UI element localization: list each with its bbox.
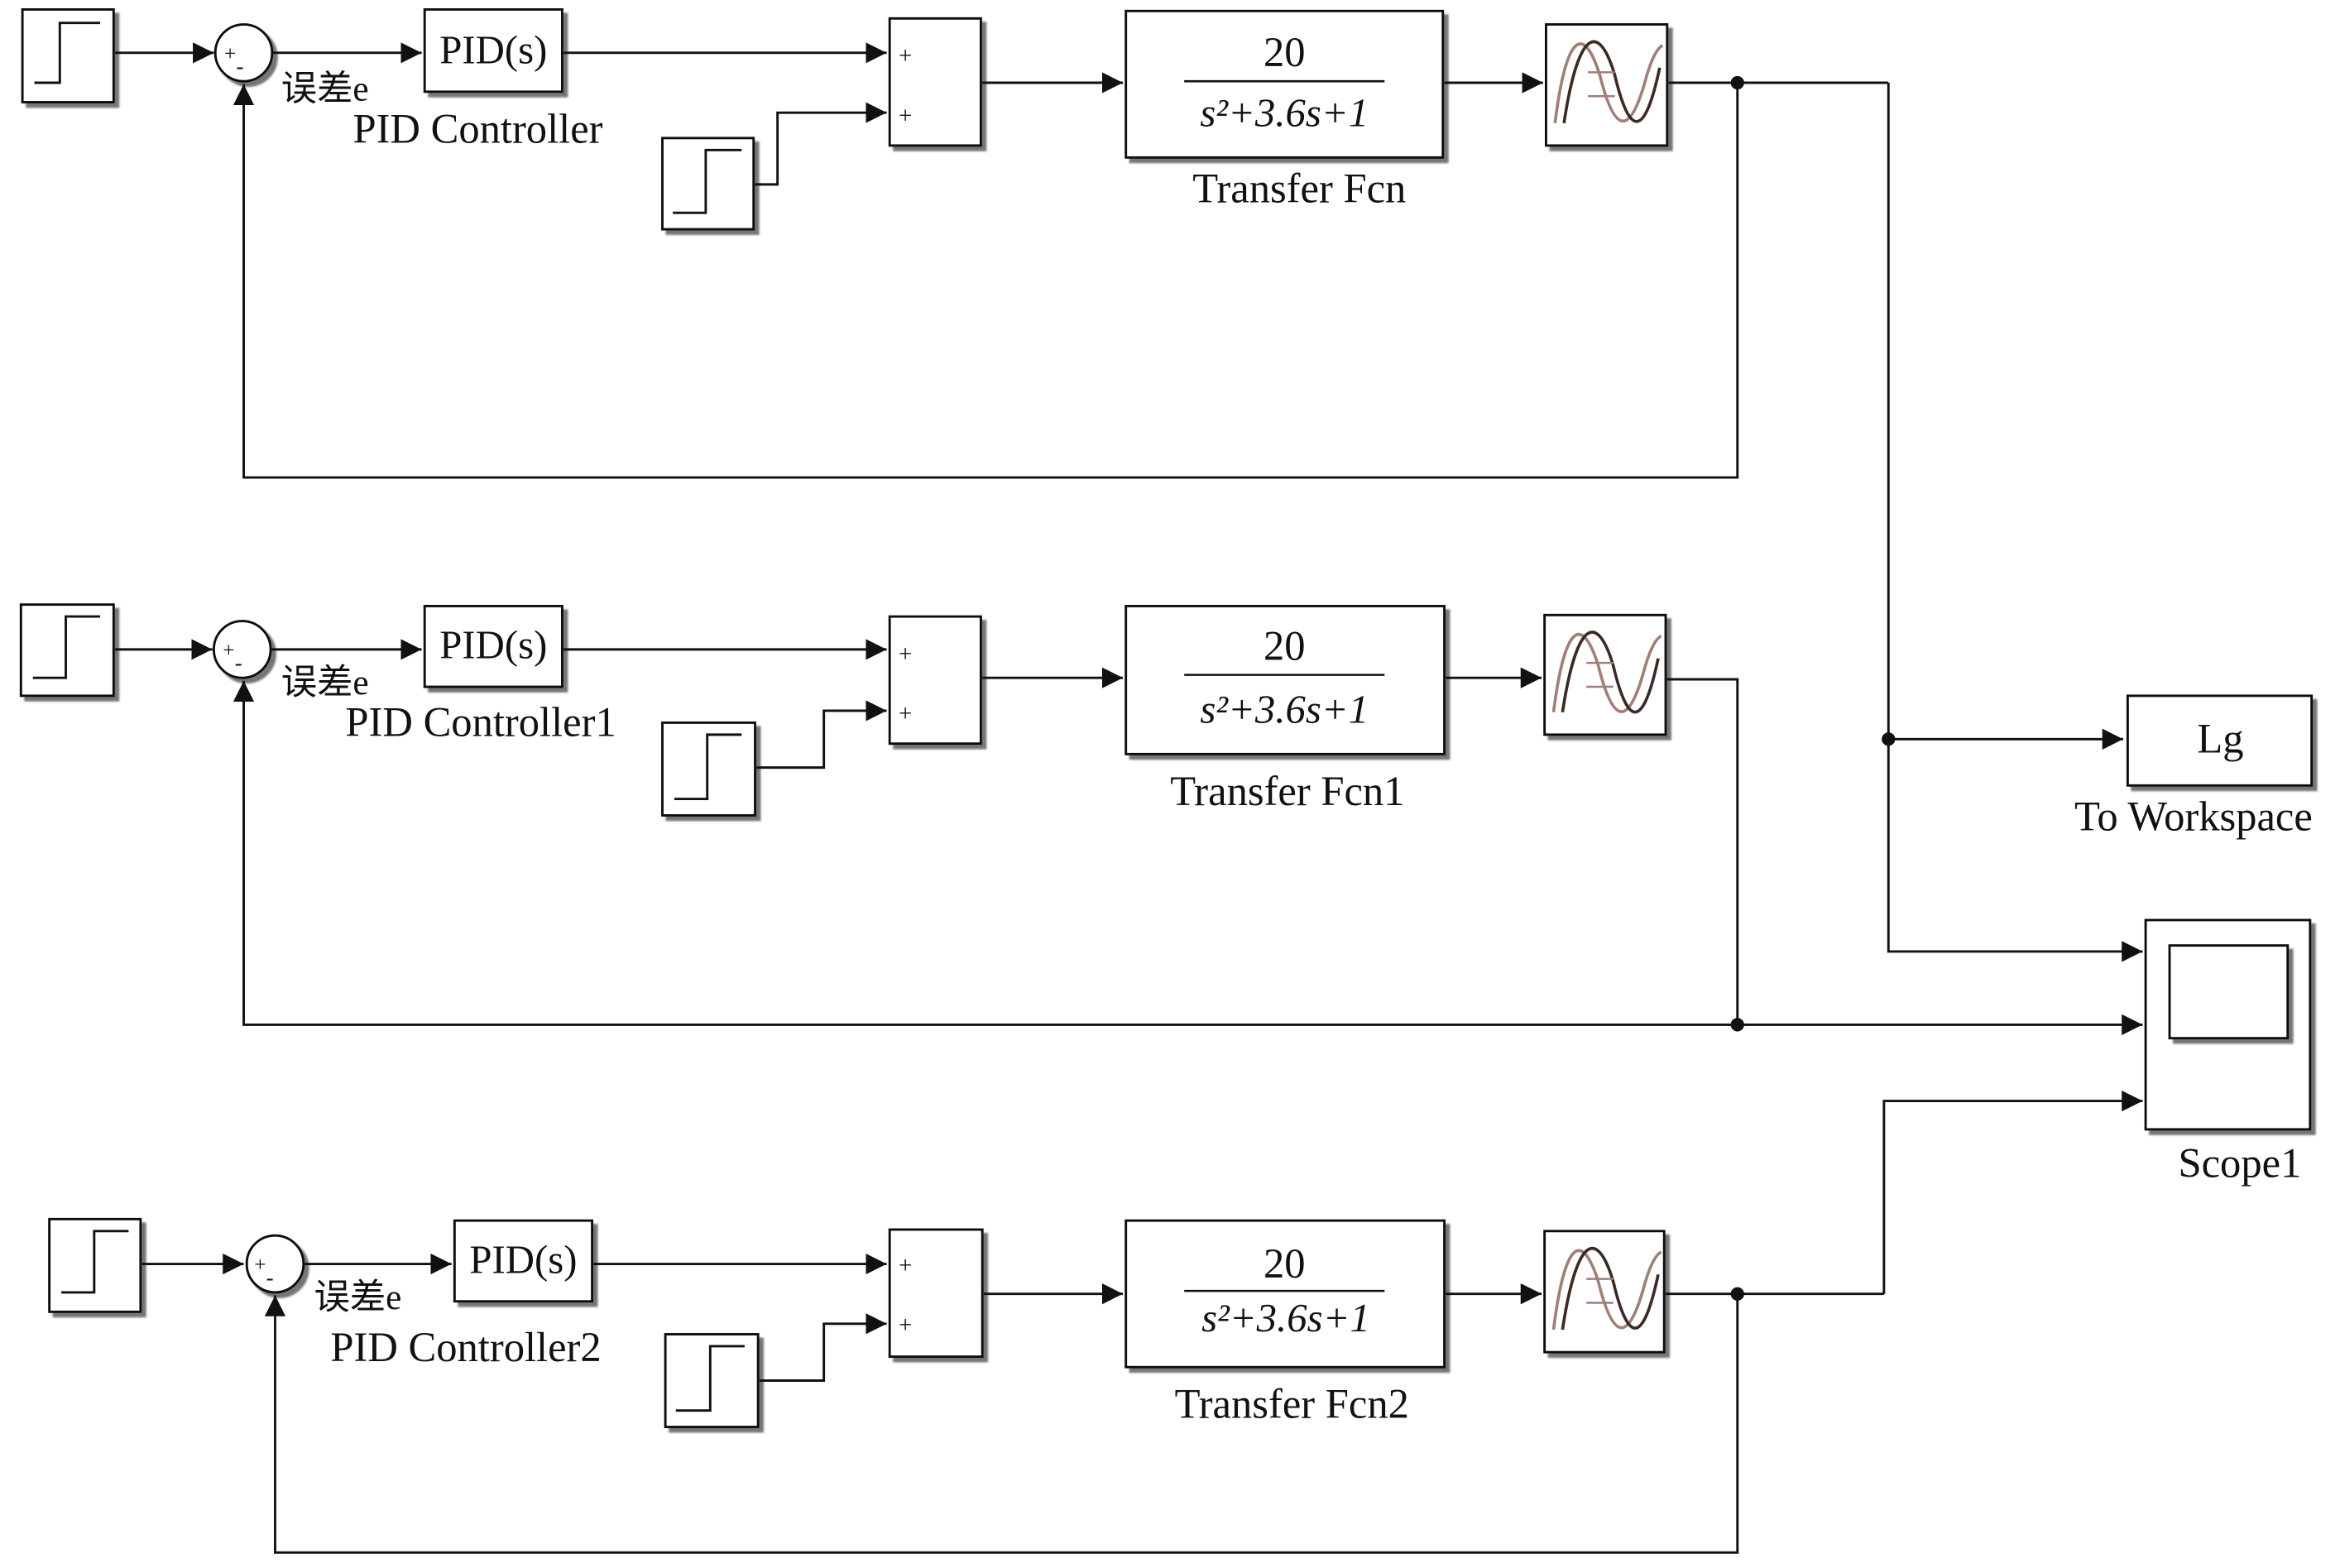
transport-delay-2[interactable] (1543, 613, 1667, 736)
row-2: + - 误差e PID(s) PID Controller1 + + 20 s²… (19, 603, 2143, 1036)
transport-delay-1[interactable] (1545, 23, 1669, 147)
sum-minus-sign: - (237, 54, 244, 79)
adder-plus-top: + (899, 640, 912, 667)
adder-plus-bottom: + (899, 103, 912, 129)
row-3-wires (141, 1090, 2143, 1554)
step-source-icon (61, 1230, 129, 1294)
output-wires (1887, 83, 2143, 962)
pid-controller-1[interactable]: PID(s) (423, 8, 563, 94)
transfer-fcn-1[interactable]: 20 s²+3.6s+1 (1124, 9, 1445, 159)
adder-plus-bottom: + (899, 701, 912, 727)
scope-name: Scope1 (2178, 1140, 2301, 1187)
disturbance-step-2[interactable] (661, 721, 756, 817)
row-1-wires (115, 42, 1889, 479)
transfer-fcn-name: Transfer Fcn2 (1175, 1381, 1409, 1427)
transport-delay-icon (1551, 1246, 1662, 1331)
adder-plus-bottom: + (899, 1312, 912, 1339)
sum-minus-sign: - (235, 650, 242, 675)
tf-denominator: s²+3.6s+1 (1201, 1296, 1370, 1340)
to-workspace-name: To Workspace (2074, 794, 2313, 840)
branch-point (1730, 75, 1744, 90)
scope-block[interactable] (2144, 918, 2312, 1131)
tf-numerator: 20 (1264, 623, 1306, 669)
tf-numerator: 20 (1264, 29, 1306, 75)
transport-delay-icon (1551, 631, 1662, 714)
sum-plus-sign: + (224, 42, 236, 65)
pid-controller-name: PID Controller (352, 105, 602, 151)
row-1: + - 误差e PID(s) PID Controller + + 20 s²+… (21, 8, 1889, 479)
step-source-icon (674, 733, 742, 801)
sum-block-2[interactable]: + - (212, 620, 272, 679)
adder-block-2[interactable]: + + (888, 615, 982, 746)
transfer-fcn-name: Transfer Fcn1 (1170, 768, 1404, 814)
step-source-icon (675, 1345, 745, 1412)
tf-denominator: s²+3.6s+1 (1200, 90, 1369, 135)
step-source-icon (34, 22, 101, 84)
branch-point (1730, 1018, 1744, 1032)
step-source-icon (673, 148, 742, 214)
step-source-icon (32, 615, 101, 679)
sum-minus-sign: - (266, 1265, 274, 1290)
adder-plus-top: + (899, 1252, 912, 1278)
tf-denominator: s²+3.6s+1 (1200, 687, 1369, 731)
transfer-fcn-name: Transfer Fcn (1192, 165, 1406, 212)
step-source-1[interactable] (21, 8, 115, 103)
row-3: + - 误差e PID(s) PID Controller2 + + 20 s²… (48, 1090, 2143, 1554)
sum-block-1[interactable]: + - (213, 23, 274, 83)
disturbance-step-1[interactable] (661, 137, 755, 231)
error-label: 误差e (314, 1278, 401, 1317)
transport-delay-3[interactable] (1543, 1230, 1666, 1354)
error-label: 误差e (281, 70, 369, 109)
pid-block-label: PID(s) (469, 1237, 577, 1282)
scope-screen-icon (2168, 944, 2290, 1040)
adder-block-1[interactable]: + + (888, 17, 982, 147)
branch-point (1730, 1287, 1744, 1301)
transfer-fcn-3[interactable]: 20 s²+3.6s+1 (1124, 1219, 1446, 1369)
pid-controller-name: PID Controller1 (345, 699, 616, 746)
pid-controller-2[interactable]: PID(s) (423, 605, 563, 688)
to-workspace-block[interactable]: Lg (2126, 694, 2314, 787)
transfer-fcn-2[interactable]: 20 s²+3.6s+1 (1124, 605, 1446, 755)
transport-delay-icon (1553, 40, 1664, 124)
sum-plus-sign: + (223, 639, 234, 662)
tf-numerator: 20 (1264, 1240, 1306, 1287)
pid-controller-name: PID Controller2 (330, 1324, 601, 1370)
adder-block-3[interactable]: + + (888, 1228, 984, 1359)
branch-point (1882, 732, 1896, 746)
step-source-3[interactable] (48, 1217, 142, 1313)
sum-plus-sign: + (254, 1254, 266, 1277)
workspace-variable: Lg (2197, 716, 2243, 762)
disturbance-step-3[interactable] (664, 1333, 760, 1428)
pid-block-label: PID(s) (439, 623, 547, 668)
adder-plus-top: + (899, 43, 912, 70)
step-source-2[interactable] (19, 603, 115, 698)
pid-controller-3[interactable]: PID(s) (453, 1219, 594, 1303)
row-2-wires (115, 639, 2143, 1036)
error-label: 误差e (281, 663, 369, 702)
sum-block-3[interactable]: + - (245, 1234, 305, 1294)
pid-block-label: PID(s) (439, 28, 547, 73)
